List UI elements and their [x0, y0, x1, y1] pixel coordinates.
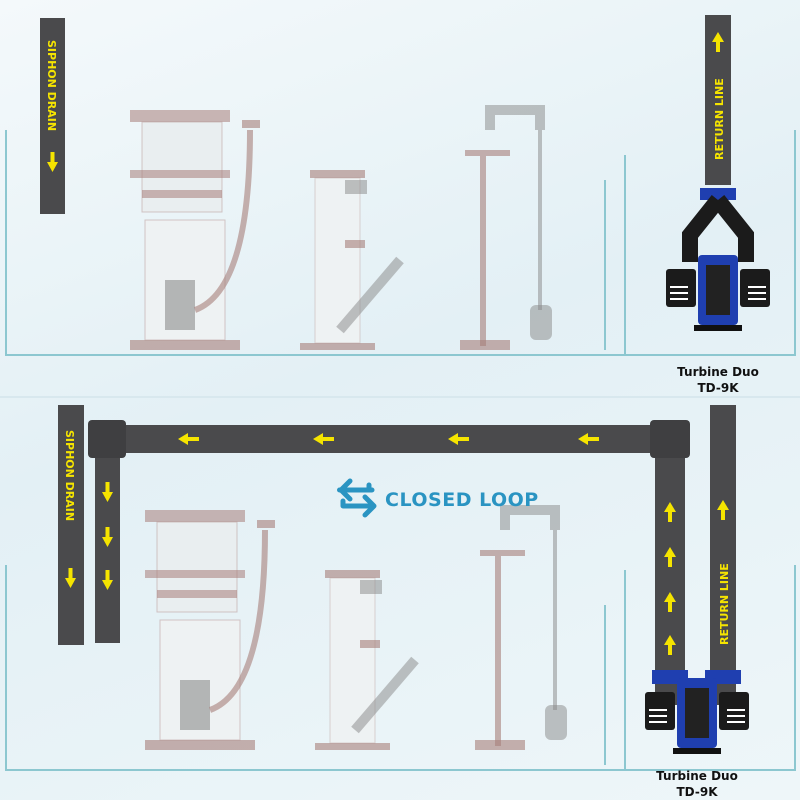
arrow-down-icon	[65, 568, 76, 588]
arrow-up-icon	[717, 500, 729, 520]
siphon-drain-label: SIPHON DRAIN	[45, 40, 58, 131]
flow-arrows	[102, 433, 676, 655]
arrow-up-icon	[712, 32, 724, 52]
closed-loop-pipe	[88, 420, 690, 705]
arrow-down-icon	[102, 527, 113, 547]
arrow-up-icon	[664, 635, 676, 655]
arrow-left-icon	[578, 433, 599, 445]
arrow-left-icon	[313, 433, 334, 445]
top-panel: SIPHON DRAIN RETURN LINE Turbine Duo TD-…	[5, 15, 796, 395]
pump-model: TD-9K	[677, 785, 719, 799]
closed-loop-title: CLOSED LOOP	[385, 489, 539, 511]
closed-loop-icon	[337, 478, 377, 518]
turbine-duo-pump	[665, 254, 771, 332]
sump-equipment	[130, 110, 552, 350]
arrow-up-icon	[664, 592, 676, 612]
return-line-pipe: RETURN LINE	[682, 15, 754, 262]
return-line-label: RETURN LINE	[713, 78, 726, 160]
arrow-left-icon	[448, 433, 469, 445]
sump-tank	[5, 130, 796, 356]
sump-equipment	[145, 510, 567, 750]
siphon-drain-pipe: SIPHON DRAIN	[40, 18, 65, 214]
arrow-up-icon	[664, 547, 676, 567]
arrow-up-icon	[664, 502, 676, 522]
pump-model: TD-9K	[698, 381, 740, 395]
return-line-label: RETURN LINE	[718, 563, 731, 645]
arrow-down-icon	[102, 482, 113, 502]
sump-tank	[5, 565, 796, 771]
arrow-down-icon	[102, 570, 113, 590]
siphon-drain-label: SIPHON DRAIN	[63, 430, 76, 521]
pump-name: Turbine Duo	[677, 365, 759, 379]
pump-name: Turbine Duo	[656, 769, 738, 783]
arrow-down-icon	[47, 152, 58, 172]
arrow-left-icon	[178, 433, 199, 445]
bottom-panel: SIPHON DRAIN	[5, 405, 796, 799]
siphon-drain-pipe: SIPHON DRAIN	[58, 405, 84, 645]
return-line-pipe: RETURN LINE	[652, 405, 741, 705]
